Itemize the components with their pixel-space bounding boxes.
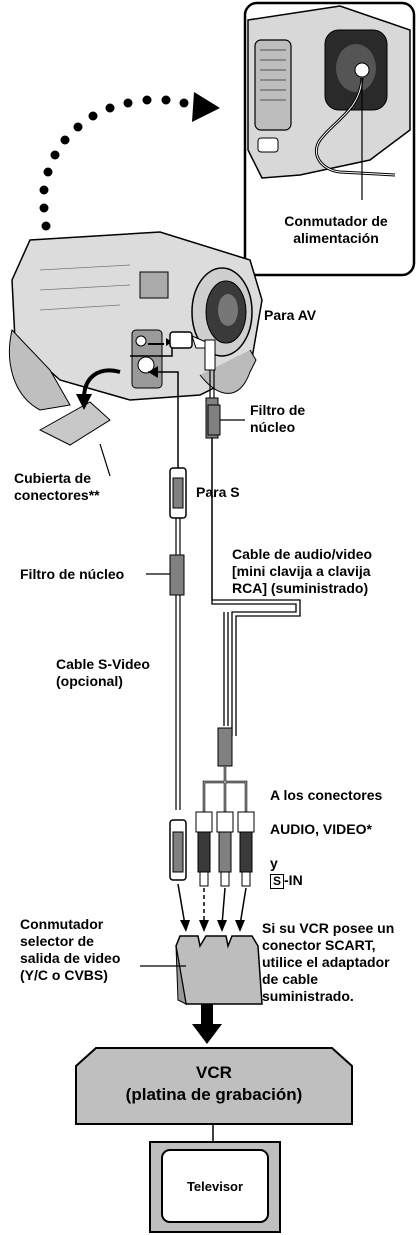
power-switch-inset — [243, 1, 416, 277]
power-switch-label: Conmutador de alimentación — [284, 213, 388, 246]
dotted-arc — [39, 92, 220, 231]
scart-label: Si su VCR posee un conector SCART, utili… — [262, 920, 395, 1004]
av-cable-label: Cable de audio/video [mini clavija a cla… — [232, 546, 373, 596]
filtro-nucleo-right-label: Filtro de núcleo — [250, 402, 306, 435]
vcr-label: VCR (platina de grabación) — [125, 1063, 303, 1104]
connectors-in: -IN — [284, 872, 303, 888]
power-switch-icon — [354, 62, 370, 78]
connectors-label: A los conectores AUDIO, VIDEO* y S-IN — [270, 770, 382, 889]
s-filtro-nucleo — [169, 554, 185, 596]
svideo-cable-label: Cable S-Video (opcional) — [56, 656, 150, 689]
connectors-line1: A los conectores — [270, 787, 383, 803]
cubierta-label: Cubierta de conectores** — [14, 470, 100, 503]
selector-label: Conmutador selector de salida de video (… — [20, 916, 121, 983]
rca-plugs — [195, 811, 255, 887]
vcr-box — [75, 1047, 353, 1125]
scart-adapter — [140, 935, 263, 1005]
camcorder — [9, 231, 263, 446]
connectors-y: y — [270, 855, 278, 871]
down-arrow-icon — [192, 1004, 222, 1044]
connectors-line2: AUDIO, VIDEO* — [270, 821, 372, 837]
av-jack-icon — [135, 335, 147, 347]
av-filtro-nucleo-upper — [207, 404, 221, 436]
para-av-label: Para AV — [264, 307, 317, 323]
svideo-cable — [146, 467, 187, 881]
s-jack-icon — [137, 356, 155, 374]
tv-set — [149, 1141, 281, 1233]
connection-arrows — [177, 883, 247, 926]
para-s-label: Para S — [196, 484, 240, 500]
av-mini-plug — [130, 331, 216, 371]
tv-label: Televisor — [186, 1179, 244, 1194]
s-symbol: S — [270, 874, 285, 889]
av-filtro-nucleo-lower — [217, 727, 233, 767]
filtro-nucleo-left-label: Filtro de núcleo — [20, 566, 125, 582]
